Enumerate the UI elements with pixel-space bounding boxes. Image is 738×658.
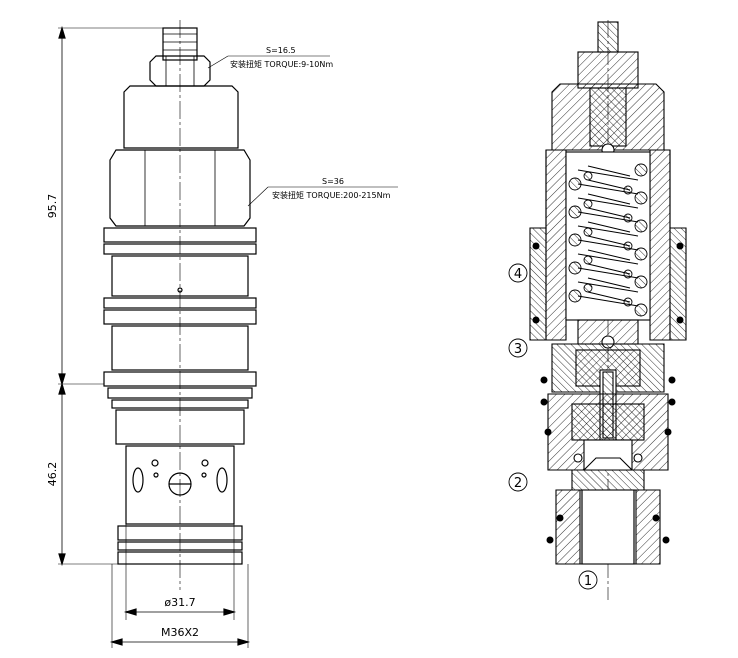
lower-height-label: 46.2 <box>46 462 59 487</box>
part-callout-2 <box>508 472 528 492</box>
small-nut-size: S=16.5 <box>266 46 296 55</box>
small-nut-torque: 安装扭矩 TORQUE:9-10Nm <box>230 59 333 69</box>
adjust-stem <box>162 27 198 61</box>
part-callout-1 <box>578 570 598 590</box>
body-hex-size: S=36 <box>322 177 344 186</box>
part-number-3: 3 <box>514 342 522 357</box>
body-hex-torque: 安装扭矩 TORQUE:200-215Nm <box>272 190 391 200</box>
spring <box>577 165 639 307</box>
part-number-1: 1 <box>584 574 592 589</box>
part-number-2: 2 <box>514 476 522 491</box>
part-callout-4 <box>508 263 528 283</box>
spring-wire-sections <box>568 163 648 317</box>
section-view <box>529 20 687 600</box>
part-callout-3 <box>508 338 528 358</box>
small-hex-nut <box>149 55 211 87</box>
body-hex <box>109 149 251 227</box>
tip-sleeve <box>555 489 581 565</box>
overall-height-label: 95.7 <box>46 194 59 219</box>
part-number-4: 4 <box>514 267 522 282</box>
adjuster-nut-section <box>577 51 639 89</box>
external-view <box>58 20 398 648</box>
body-wall-right <box>649 149 671 341</box>
main-poppet <box>571 469 645 491</box>
o-ring-seals <box>532 242 684 544</box>
diameter-label: ø31.7 <box>164 596 195 609</box>
cap <box>123 85 239 149</box>
thread-label: M36X2 <box>161 626 199 639</box>
part-callouts <box>508 263 598 590</box>
lower-body <box>115 409 245 445</box>
body-wall-left <box>545 149 567 341</box>
